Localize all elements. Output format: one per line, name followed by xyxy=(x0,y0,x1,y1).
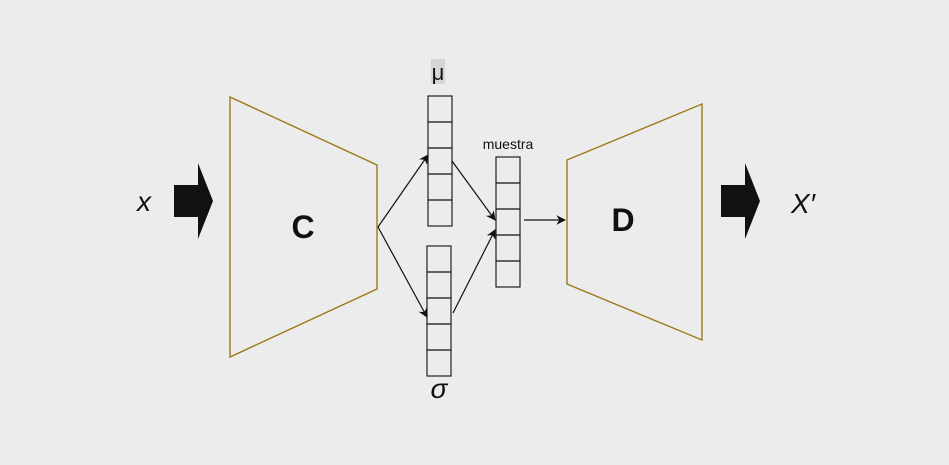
output-label: X′ xyxy=(790,188,817,219)
sample-cell xyxy=(495,208,521,236)
sigma-label: σ xyxy=(431,373,449,404)
mu-cell xyxy=(427,95,453,123)
sample-cell xyxy=(495,156,521,184)
sample-cell xyxy=(495,234,521,262)
mu-vector xyxy=(427,95,453,227)
mu-cell xyxy=(427,147,453,175)
sample-vector xyxy=(495,156,521,288)
mu-cell xyxy=(427,173,453,201)
mu-label: μ xyxy=(432,60,445,85)
sigma-cell xyxy=(426,349,452,377)
sigma-cell xyxy=(426,323,452,351)
mu-cell xyxy=(427,199,453,227)
sample-label: muestra xyxy=(483,136,534,152)
encoder-trapezoid xyxy=(229,95,378,359)
sigma-cell xyxy=(426,271,452,299)
output-arrow-icon xyxy=(721,163,760,239)
encoder-label: C xyxy=(291,209,314,245)
mu-highlight xyxy=(431,59,445,84)
sigma-vector xyxy=(426,245,452,377)
sample-cell xyxy=(495,260,521,288)
sample-cell xyxy=(495,182,521,210)
decoder-label: D xyxy=(611,202,634,238)
encoder-to-sigma-arrow xyxy=(377,226,428,318)
mu-cell xyxy=(427,121,453,149)
mu-to-sample-arrow xyxy=(451,160,496,221)
input-arrow-icon xyxy=(174,163,213,239)
sigma-cell xyxy=(426,245,452,273)
input-label: x xyxy=(135,186,152,217)
encoder-to-mu-arrow xyxy=(377,154,429,228)
decoder-trapezoid xyxy=(566,102,703,342)
sigma-to-sample-arrow xyxy=(452,229,496,314)
sigma-cell xyxy=(426,297,452,325)
